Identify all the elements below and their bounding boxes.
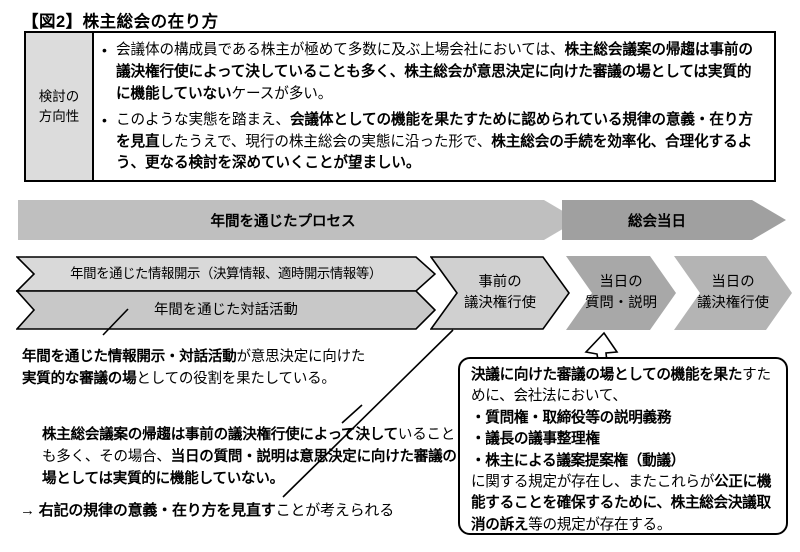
- text-run: 右記の規律の意義・在り方を見直す: [38, 502, 276, 519]
- policy-bullet-1: • 会議体の構成員である株主が極めて多数に及ぶ上場会社においては、株主総会議案の…: [102, 40, 764, 106]
- text-run: ・株主による議案提案権（動議）: [471, 452, 685, 469]
- band-annual-process-label: 年間を通じたプロセス: [210, 213, 356, 230]
- policy-direction-body: • 会議体の構成員である株主が極めて多数に及ぶ上場会社においては、株主総会議案の…: [94, 33, 774, 180]
- chevron-day-qa-line1: 当日の: [599, 274, 643, 291]
- text-run: →: [20, 502, 39, 519]
- text-run: に関する規定が存在し、またこれらが: [471, 473, 714, 490]
- text-run: ・議長の議事整理権: [471, 431, 600, 448]
- chevron-day-vote-label: 当日の 議決権行使: [697, 272, 769, 314]
- chevron-day-vote-line1: 当日の: [711, 274, 755, 291]
- chevron-day-vote-line2: 議決権行使: [697, 295, 769, 311]
- text-run: 決議に向けた審議の場としての機能を果た: [471, 367, 743, 383]
- band-annual-process: 年間を通じたプロセス: [18, 200, 578, 240]
- text-run: 会議体としての機能を果たすために認められている規律の意義・在り方を見直: [116, 111, 753, 150]
- text-run: すために、会社法において、: [471, 367, 771, 405]
- chevron-pre-vote: 事前の 議決権行使: [430, 256, 570, 330]
- chevron-day-qa: 当日の 質問・説明: [566, 256, 676, 330]
- chevron-day-vote: 当日の 議決権行使: [674, 256, 792, 330]
- chevron-annual-disclosure-label: 年間を通じた情報開示（決算情報、適時開示情報等）: [70, 266, 382, 282]
- text-run: 会議体の構成員である株主が極めて多数に及ぶ上場会社においては、: [116, 42, 565, 58]
- policy-label-line1: 検討の: [38, 88, 80, 104]
- chevron-day-qa-line2: 質問・説明: [585, 295, 657, 311]
- text-run: いることも多く、その場合、: [42, 427, 456, 466]
- text-run: 株主総会議案の帰趨は事前の議決権行使によって決していることも多く、株主総会が意思…: [116, 42, 753, 102]
- policy-direction-box: 検討の 方向性 • 会議体の構成員である株主が極めて多数に及ぶ上場会社においては…: [24, 31, 776, 182]
- text-run: したうえで、現行の株主総会の実態に沿った形で、: [159, 133, 492, 150]
- callout-company-law-rules: 決議に向けた審議の場としての機能を果たすために、会社法において、・質問権・取締役…: [458, 357, 788, 535]
- policy-bullet-2: • このような実態を踏まえ、会議体としての機能を果たすために認められている規律の…: [102, 110, 764, 176]
- text-run: 実質的な審議の場: [22, 371, 137, 388]
- note-prevote-effect: 株主総会議案の帰趨は事前の議決権行使によって決していることも多く、その場合、当日…: [42, 424, 462, 490]
- text-run: 公正に機能することを確保するために、株主総会決議取消の訴え: [471, 473, 772, 533]
- band-meeting-day-label: 総会当日: [628, 213, 686, 230]
- text-run: としての役割を果たしている。: [136, 371, 336, 388]
- policy-label-line2: 方向性: [38, 108, 80, 124]
- band-meeting-day: 総会当日: [562, 200, 786, 240]
- text-run: 等の規定が存在する。: [528, 516, 672, 533]
- bullet-marker-icon: •: [102, 111, 107, 128]
- text-run: ことが考えられる: [275, 502, 395, 519]
- policy-bullet-1-text: 会議体の構成員である株主が極めて多数に及ぶ上場会社においては、株主総会議案の帰趨…: [116, 40, 764, 106]
- chevron-day-qa-label: 当日の 質問・説明: [585, 272, 657, 314]
- note-annual-role: 年間を通じた情報開示・対話活動が意思決定に向けた実質的な審議の場としての役割を果…: [22, 346, 452, 390]
- bullet-marker-icon: •: [102, 42, 107, 58]
- chevron-shape: [674, 256, 792, 330]
- policy-direction-label: 検討の 方向性: [26, 33, 94, 180]
- policy-bullet-2-text: このような実態を踏まえ、会議体としての機能を果たすために認められている規律の意義…: [116, 110, 764, 176]
- chevron-pre-vote-line1: 事前の: [478, 274, 522, 291]
- text-run: このような実態を踏まえ、: [116, 111, 290, 128]
- text-run: ・質問権・取締役等の説明義務: [471, 409, 672, 426]
- chevron-pre-vote-label: 事前の 議決権行使: [464, 272, 536, 314]
- text-run: ケースが多い。: [231, 85, 333, 102]
- chevron-shape: [430, 256, 570, 330]
- chevron-shape: [566, 256, 676, 330]
- text-run: 年間を通じた情報開示・対話活動: [22, 349, 237, 365]
- text-run: 株主総会議案の帰趨は事前の議決権行使によって決して: [42, 427, 398, 443]
- note-conclusion: → 右記の規律の意義・在り方を見直すことが考えられる: [20, 500, 460, 523]
- chevron-annual-disclosure: 年間を通じた情報開示（決算情報、適時開示情報等）: [16, 256, 436, 292]
- text-run: 当日の質問・説明は意思決定に向けた審議の場としては実質的に機能していない。: [42, 449, 457, 488]
- figure-title: 【図2】株主総会の在り方: [22, 13, 219, 31]
- chevron-annual-dialogue-label: 年間を通じた対話活動: [154, 301, 298, 318]
- text-run: が意思決定に向けた: [236, 349, 366, 365]
- chevron-pre-vote-line2: 議決権行使: [464, 295, 536, 311]
- text-run: 株主総会の手続を効率化、合理化するよう、更なる検討を深めていくことが望ましい。: [116, 133, 753, 172]
- chevron-annual-dialogue: 年間を通じた対話活動: [16, 290, 436, 330]
